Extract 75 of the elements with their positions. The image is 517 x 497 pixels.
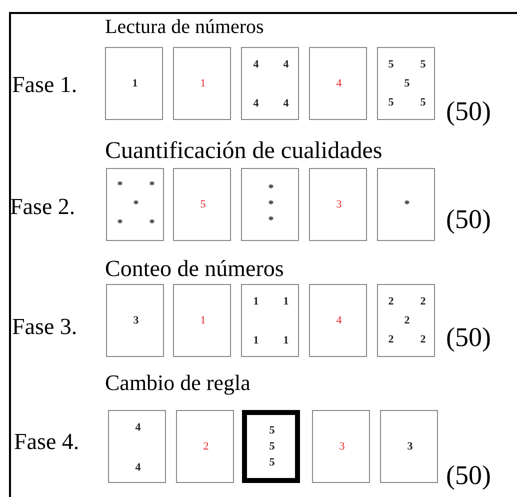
phase-label: Fase 3. (12, 315, 78, 338)
card-symbol: 3 (339, 442, 345, 452)
stimulus-card (377, 284, 435, 357)
card-symbol: 5 (269, 442, 275, 452)
card-symbol: * (268, 200, 274, 210)
phase-label: Fase 1. (12, 73, 78, 96)
card-symbol: 1 (253, 336, 259, 346)
card-symbol: 2 (404, 316, 410, 326)
stimulus-card (173, 47, 231, 120)
card-symbol: * (117, 218, 123, 230)
stimulus-card (106, 168, 164, 241)
card-symbol: 4 (253, 60, 259, 70)
trial-count: (50) (446, 462, 491, 489)
card-symbol: 2 (420, 334, 426, 346)
card-symbol: 1 (253, 296, 259, 308)
card-symbol: 2 (420, 296, 426, 308)
card-symbol: 3 (133, 316, 139, 326)
phase-title: Cambio de regla (105, 372, 250, 394)
card-symbol: 5 (269, 458, 275, 468)
phase-title: Cuantificación de cualidades (105, 139, 382, 163)
card-symbol: 3 (407, 442, 413, 452)
card-symbol: * (268, 184, 274, 194)
card-symbol: 5 (420, 98, 426, 108)
stimulus-card (241, 47, 299, 120)
card-symbol: 2 (203, 442, 209, 452)
stimulus-card (242, 410, 300, 483)
card-symbol: 1 (283, 296, 289, 308)
card-symbol: 3 (336, 200, 342, 210)
card-symbol: * (117, 180, 123, 192)
stimulus-card (106, 284, 164, 357)
stimulus-card (309, 284, 367, 357)
stimulus-card (309, 168, 367, 241)
phase-label: Fase 4. (14, 430, 80, 453)
phase-title: Conteo de números (105, 257, 284, 280)
card-symbol: * (404, 200, 410, 210)
card-symbol: 4 (253, 98, 259, 110)
card-symbol: 2 (388, 334, 394, 346)
card-symbol: 1 (200, 78, 206, 90)
trial-count: (50) (446, 324, 491, 351)
stimulus-card (173, 284, 231, 357)
trial-count: (50) (446, 98, 491, 125)
card-symbol: 5 (269, 426, 275, 436)
card-symbol: 1 (200, 316, 206, 326)
stimulus-card (377, 168, 435, 241)
card-symbol: * (133, 200, 139, 210)
card-symbol: 5 (200, 200, 206, 210)
stimulus-card (377, 47, 435, 120)
card-symbol: 2 (388, 296, 394, 308)
stimulus-card (108, 410, 166, 483)
card-symbol: 4 (336, 316, 342, 326)
stimulus-card (312, 410, 370, 483)
phase-title: Lectura de números (105, 17, 264, 37)
stimulus-card (105, 47, 163, 120)
card-symbol: 5 (420, 60, 426, 70)
phase-label: Fase 2. (10, 195, 76, 218)
trial-count: (50) (446, 206, 491, 233)
card-symbol: 1 (132, 78, 138, 90)
card-symbol: 4 (336, 78, 342, 90)
stimulus-card (241, 168, 299, 241)
card-symbol: * (149, 218, 155, 230)
card-symbol: * (268, 216, 274, 226)
card-symbol: 5 (388, 60, 394, 70)
card-symbol: 1 (283, 336, 289, 346)
card-symbol: 5 (388, 98, 394, 108)
stimulus-card (173, 168, 231, 241)
card-symbol: 4 (135, 462, 141, 474)
card-symbol: 4 (283, 98, 289, 110)
stimulus-card (176, 410, 234, 483)
card-symbol: 5 (404, 78, 410, 90)
stimulus-card (380, 410, 438, 483)
card-symbol: 4 (135, 422, 141, 434)
stimulus-card (241, 284, 299, 357)
card-symbol: 4 (283, 60, 289, 70)
card-symbol: * (149, 180, 155, 192)
stimulus-card (309, 47, 367, 120)
